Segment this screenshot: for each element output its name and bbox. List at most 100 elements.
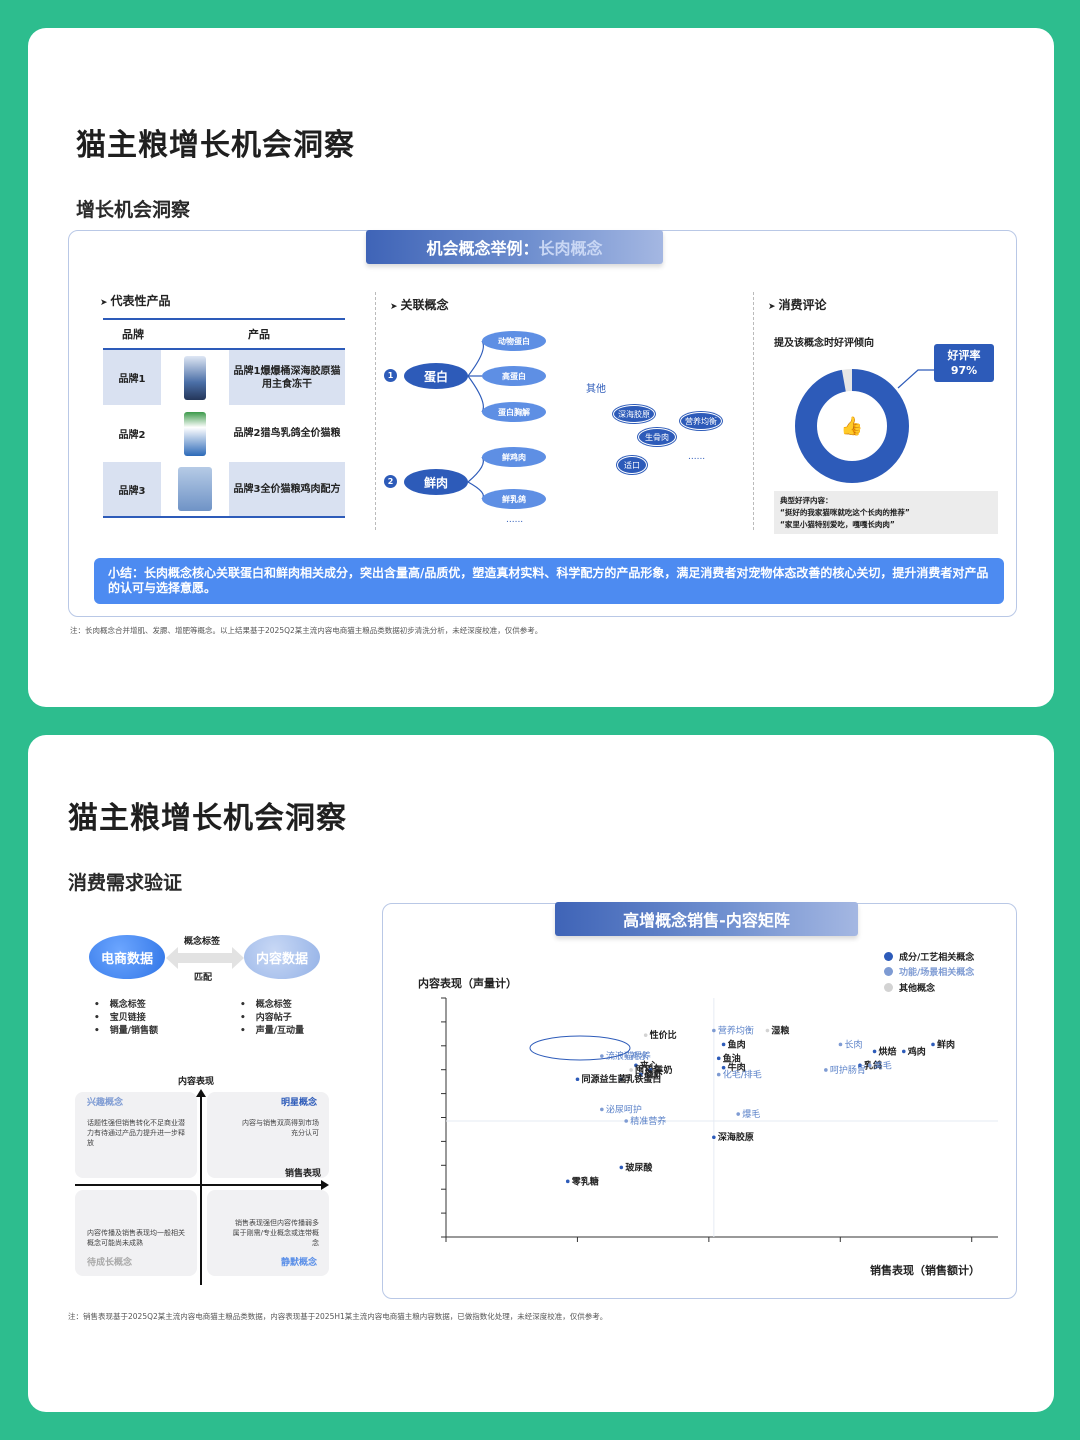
slide-card-1: 猫主粮增长机会洞察 增长机会洞察 机会概念举例：长肉概念 ➤代表性产品 品牌 产… (28, 28, 1054, 707)
point-label: 补水 (630, 1050, 648, 1062)
reviews-section: ➤消费评论 (768, 296, 827, 313)
data-point (824, 1068, 828, 1072)
typical-review-box: 典型好评内容： “挺好的我家猫咪就吃这个长肉的推荐” “家里小猫特别爱吃，嘎嘎长… (774, 491, 998, 534)
legend-label: 功能/场景相关概念 (899, 968, 975, 978)
other-concept: 生骨肉 (638, 428, 676, 446)
chart-title: 高增概念销售-内容矩阵 (555, 902, 858, 936)
data-point (838, 1042, 843, 1047)
point-label: 化毛/排毛 (723, 1069, 762, 1081)
point-label: 长肉 (844, 1038, 862, 1050)
banner-prefix: 机会概念举例： (426, 239, 539, 258)
data-point (619, 1165, 624, 1170)
other-concept: 适口 (617, 456, 647, 474)
point-label: 鱼油 (723, 1052, 741, 1064)
concept-node: 蛋白胸解 (482, 402, 546, 422)
concepts-section: ➤关联概念 (390, 296, 449, 313)
product-image (184, 411, 206, 456)
quadrant-title: 兴趣概念 (87, 1098, 124, 1108)
data-point (634, 1063, 638, 1068)
footnote: 注：销售表现基于2025Q2某主流内容电商猫主粮品类数据，内容表现基于2025H… (68, 1312, 608, 1321)
legend-label: 其他概念 (899, 984, 936, 994)
quadrant-silent: 销售表现强但内容传播弱多属于刚需/专业概念或连带概念 静默概念 (207, 1190, 329, 1276)
more-ellipsis: ...... (506, 515, 524, 525)
data-point (624, 1119, 628, 1123)
product-image-cell (161, 406, 229, 461)
typical-review-line: “挺好的我家猫咪就吃这个长肉的推荐” (780, 508, 910, 517)
point-label: 呵护肠胃 (830, 1064, 866, 1076)
quadrant-star: 明星概念 内容与销售双高得到市场充分认可 (207, 1092, 329, 1178)
data-point (600, 1054, 604, 1058)
bidirectional-arrow-icon (166, 947, 244, 969)
data-point (716, 1056, 721, 1061)
concepts-section-label: 关联概念 (400, 298, 449, 312)
legend-item: 成分/工艺相关概念 (884, 950, 974, 963)
arrow-icon: ➤ (768, 302, 776, 312)
concept-node: 鲜鸡肉 (482, 447, 546, 467)
data-point (712, 1135, 716, 1140)
products-section-label: 代表性产品 (110, 294, 171, 308)
slide-card-2: 猫主粮增长机会洞察 消费需求验证 电商数据 内容数据 概念标签 匹配 概念标签 … (28, 735, 1054, 1412)
header-product: 产品 (248, 328, 270, 341)
quadrant-growing: 内容传播及销售表现均一般相关概念可能尚未成熟 待成长概念 (75, 1190, 197, 1276)
point-label: 美毛 (874, 1059, 892, 1071)
data-point (565, 1179, 570, 1184)
slide-subtitle: 消费需求验证 (68, 872, 183, 894)
match-top-label: 概念标签 (184, 937, 221, 947)
point-label: 深海胶原 (718, 1131, 754, 1143)
data-point (600, 1107, 604, 1112)
ecom-data-bubble: 电商数据 (89, 935, 165, 979)
axis-x-label: 销售表现 (285, 1169, 322, 1179)
table-header: 品牌 产品 (103, 318, 345, 350)
axis-y-label: 内容表现 (178, 1077, 215, 1087)
slide-title: 猫主粮增长机会洞察 (76, 128, 355, 163)
point-label: 鱼肉 (728, 1038, 746, 1050)
products-section: ➤代表性产品 (100, 292, 171, 309)
typical-review-title: 典型好评内容： (780, 496, 833, 505)
data-point (765, 1028, 770, 1033)
match-bottom-label: 匹配 (194, 973, 213, 983)
other-label: 其他 (586, 384, 606, 395)
point-label: 鸡肉 (907, 1045, 926, 1057)
product-image (184, 355, 206, 400)
data-point (901, 1049, 906, 1054)
product-cell: 品牌1爆爆桶深海胶原猫用主食冻干 (233, 365, 341, 390)
legend-item: 其他概念 (884, 981, 935, 994)
point-label: 磷虾 (645, 1069, 663, 1081)
list-item: 内容帖子 (240, 1012, 304, 1025)
content-list: 概念标签 内容帖子 声量/互动量 (240, 999, 304, 1038)
point-label: 玻尿酸 (625, 1161, 653, 1173)
data-point (721, 1065, 726, 1070)
point-label: 流浪猫喂养 (606, 1050, 651, 1062)
data-point (643, 1033, 648, 1037)
data-point (716, 1072, 721, 1077)
slide-title: 猫主粮增长机会洞察 (68, 801, 347, 836)
other-concept: 深海胶原 (613, 405, 655, 423)
group-number-2: 2 (384, 475, 397, 488)
data-point (624, 1054, 628, 1058)
legend-swatch (884, 983, 893, 992)
reviews-section-label: 消费评论 (778, 298, 827, 312)
concept-node: 鲜乳鸽 (482, 489, 546, 509)
quadrant-text: 内容与销售双高得到市场充分认可 (242, 1119, 319, 1137)
quadrant-text: 话题性强但销售转化不足商业潜力有待通过产品力提升进一步释放 (87, 1119, 185, 1147)
more-ellipsis: ...... (688, 452, 706, 462)
data-point (575, 1077, 580, 1082)
data-point (867, 1063, 872, 1068)
legend-label: 成分/工艺相关概念 (899, 953, 975, 963)
point-label: 鲜肉 (937, 1038, 955, 1050)
quadrant-interest: 兴趣概念 话题性强但销售转化不足商业潜力有待通过产品力提升进一步释放 (75, 1092, 197, 1178)
rating-value: 97% (950, 364, 978, 377)
table-row: 品牌3 品牌3全价猫粮鸡肉配方 (103, 462, 345, 518)
data-point (629, 1068, 633, 1072)
data-point (721, 1042, 726, 1047)
content-data-bubble: 内容数据 (244, 935, 320, 979)
summary-box: 小结：长肉概念核心关联蛋白和鲜肉相关成分，突出含量高/品质优，塑造真材实料、科学… (94, 558, 1004, 604)
chart-x-label: 销售表现（销售额计） (870, 1264, 980, 1277)
highlight-ellipse (529, 1035, 631, 1061)
quadrant-text: 内容传播及销售表现均一般相关概念可能尚未成熟 (87, 1229, 185, 1247)
data-point (712, 1028, 716, 1033)
review-subtitle: 提及该概念时好评倾向 (774, 338, 874, 349)
divider (753, 292, 754, 530)
concept-node: 动物蛋白 (482, 331, 546, 351)
concept-node-meat: 鲜肉 (404, 469, 468, 495)
